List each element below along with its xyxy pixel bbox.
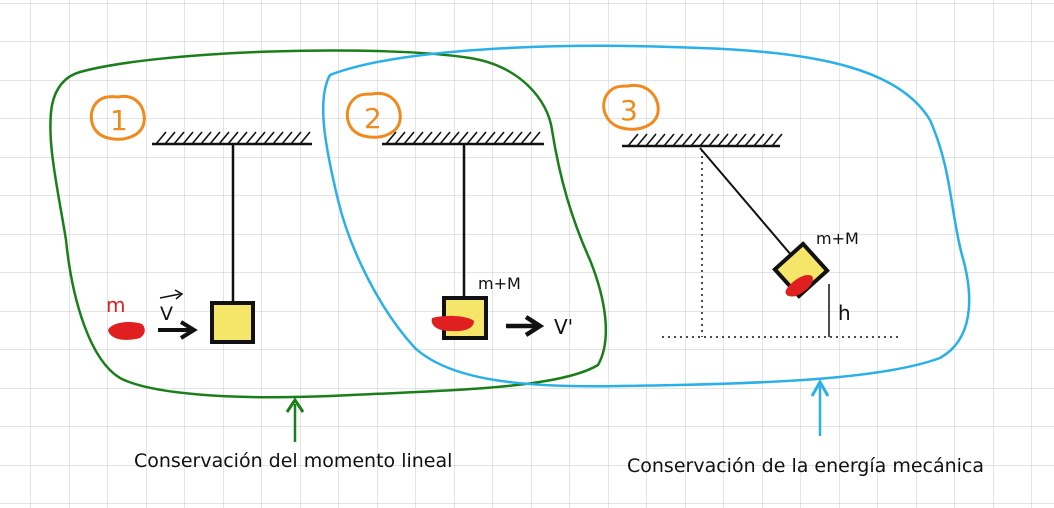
- stage-3-number: 3: [620, 94, 638, 127]
- momentum-caption: Conservación del momento lineal: [134, 450, 452, 472]
- momentum-pointer-arrow: [285, 397, 305, 442]
- hatch-mark: [403, 131, 415, 145]
- hatch-mark: [475, 131, 487, 145]
- hatch-mark: [511, 131, 523, 145]
- hatch-mark: [421, 131, 433, 145]
- hatch-mark: [672, 133, 684, 147]
- hatch-mark: [281, 131, 293, 145]
- hatch-mark: [457, 131, 469, 145]
- energy-pointer-arrow: [810, 378, 830, 436]
- hatch-mark: [200, 131, 212, 145]
- hatch-mark: [209, 131, 221, 145]
- hatch-mark: [182, 131, 194, 145]
- hatch-mark: [690, 133, 702, 147]
- hatch-mark: [191, 131, 203, 145]
- hatch-mark: [385, 131, 397, 145]
- hatch-mark: [484, 131, 496, 145]
- hatch-mark: [466, 131, 478, 145]
- stage-1-block: [210, 301, 255, 344]
- hatch-mark: [272, 131, 284, 145]
- hatched-ceiling-icon: [385, 131, 541, 145]
- hatch-mark: [412, 131, 424, 145]
- arrow-right-icon: [506, 315, 545, 337]
- hatch-mark: [529, 131, 541, 145]
- hatch-mark: [735, 133, 747, 147]
- hatch-mark: [227, 131, 239, 145]
- hatch-mark: [245, 131, 257, 145]
- hatch-mark: [627, 133, 639, 147]
- height-label: h: [838, 301, 851, 325]
- stage-1-bullet: [108, 322, 145, 340]
- hatch-mark: [520, 131, 532, 145]
- hatch-mark: [744, 133, 756, 147]
- stage-1: 1 m V: [89, 94, 312, 344]
- hatch-mark: [699, 133, 711, 147]
- hatch-mark: [502, 131, 514, 145]
- hatch-mark: [218, 131, 230, 145]
- hatch-mark: [236, 131, 248, 145]
- hatch-mark: [448, 131, 460, 145]
- stage-3-number-badge: 3: [602, 83, 660, 131]
- stage-2-combined-mass-label: m+M: [478, 274, 521, 293]
- hatch-mark: [299, 131, 311, 145]
- hatch-mark: [654, 133, 666, 147]
- stage-2-number: 2: [364, 102, 382, 135]
- stage-3-embedded-bullet: [785, 274, 813, 297]
- hatch-mark: [663, 133, 675, 147]
- initial-velocity-label: V: [160, 303, 173, 325]
- arrow-right-icon: [158, 320, 198, 340]
- stage-2-embedded-bullet: [431, 315, 474, 332]
- stage-2-number-badge: 2: [345, 91, 402, 139]
- hatch-mark: [439, 131, 451, 145]
- hatch-mark: [762, 133, 774, 147]
- hatch-mark: [173, 131, 185, 145]
- stage-3-combined-mass-label: m+M: [816, 229, 859, 248]
- hatch-mark: [155, 131, 167, 145]
- hatch-mark: [636, 133, 648, 147]
- hatch-mark: [164, 131, 176, 145]
- hatch-mark: [645, 133, 657, 147]
- hatch-mark: [717, 133, 729, 147]
- stage-1-number-badge: 1: [89, 94, 146, 141]
- hatch-mark: [254, 131, 266, 145]
- energy-caption: Conservación de la energía mecánica: [627, 455, 984, 477]
- hatch-mark: [493, 131, 505, 145]
- hatch-mark: [263, 131, 275, 145]
- hatched-ceiling-icon: [627, 133, 783, 147]
- hatch-mark: [708, 133, 720, 147]
- stage-2: 2 m+M V': [345, 91, 573, 340]
- initial-velocity-label-group: V: [159, 289, 184, 325]
- bullet-mass-label: m: [106, 293, 125, 317]
- hatch-mark: [726, 133, 738, 147]
- energy-region-outline: [321, 44, 971, 388]
- hatch-mark: [771, 133, 783, 147]
- hatch-mark: [290, 131, 302, 145]
- hatch-mark: [681, 133, 693, 147]
- hatched-ceiling-icon: [155, 131, 311, 145]
- stage-3-block: [772, 241, 830, 299]
- final-velocity-label: V': [554, 315, 573, 339]
- stage-3-ceiling: [622, 133, 783, 148]
- stage-3: 3 m+M h: [602, 83, 900, 338]
- momentum-region-outline: [49, 49, 608, 399]
- hatch-mark: [753, 133, 765, 147]
- hatch-mark: [430, 131, 442, 145]
- hatch-mark: [394, 131, 406, 145]
- stage-3-string: [699, 147, 793, 257]
- stage-1-number: 1: [110, 104, 128, 137]
